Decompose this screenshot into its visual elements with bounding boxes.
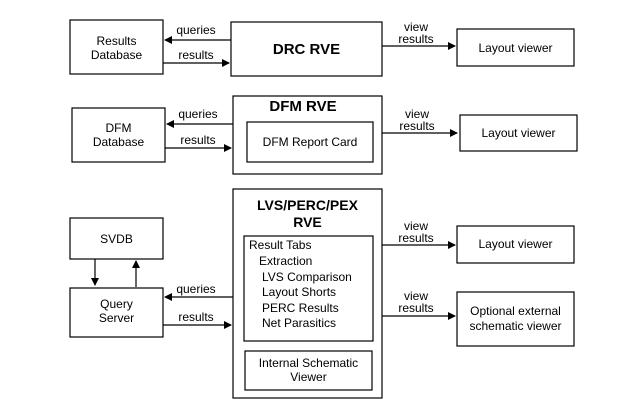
dfm-report-card-box bbox=[246, 121, 374, 163]
results-database-label-line1: Results bbox=[96, 34, 136, 48]
result-tabs-box bbox=[243, 235, 374, 342]
lvs-rve-label-line2: RVE bbox=[293, 214, 322, 230]
drc-view-label-line2: results bbox=[398, 32, 433, 46]
internal-schematic-viewer-line2: Viewer bbox=[290, 370, 326, 384]
dfm-database-label-line2: Database bbox=[93, 135, 145, 149]
lvs-view-label-1-line2: results bbox=[398, 231, 433, 245]
drc-rve-label: DRC RVE bbox=[273, 41, 340, 58]
svdb-box bbox=[69, 217, 164, 260]
lvs-results-label: results bbox=[178, 310, 213, 324]
lvs-view-label-2-line2: results bbox=[398, 301, 433, 315]
drc-results-label: results bbox=[178, 48, 213, 62]
drc-view-label-line1: view bbox=[404, 20, 428, 34]
layout-viewer-label-1: Layout viewer bbox=[478, 41, 552, 55]
dfm-database-label-line1: DFM bbox=[106, 121, 132, 135]
result-tab-extraction: Extraction bbox=[259, 254, 312, 268]
internal-schematic-viewer-box bbox=[244, 350, 373, 391]
dfm-report-card-label: DFM Report Card bbox=[263, 135, 358, 149]
result-tab-layout-shorts: Layout Shorts bbox=[262, 285, 336, 299]
optional-schematic-viewer-box bbox=[456, 291, 575, 347]
layout-viewer-box-2 bbox=[459, 114, 578, 152]
dfm-database-box bbox=[71, 107, 166, 163]
dfm-queries-label: queries bbox=[178, 107, 217, 121]
results-database-label-line2: Database bbox=[91, 48, 143, 62]
internal-schematic-viewer-line1: Internal Schematic bbox=[259, 356, 358, 370]
result-tab-lvs-comparison: LVS Comparison bbox=[262, 270, 352, 284]
result-tab-net-parasitics: Net Parasitics bbox=[262, 316, 336, 330]
dfm-rve-label: DFM RVE bbox=[269, 98, 336, 115]
results-database-box bbox=[69, 19, 164, 75]
drc-queries-label: queries bbox=[176, 23, 215, 37]
layout-viewer-box-1 bbox=[456, 28, 575, 67]
dfm-results-label: results bbox=[180, 133, 215, 147]
layout-viewer-label-3: Layout viewer bbox=[478, 237, 552, 251]
lvs-section: SVDB Query Server LVS/PERC/PEX RVE Resul… bbox=[69, 188, 575, 399]
optional-schematic-viewer-line1: Optional external bbox=[470, 304, 561, 318]
optional-schematic-viewer-line2: schematic viewer bbox=[469, 319, 561, 333]
lvs-rve-label-line1: LVS/PERC/PEX bbox=[257, 197, 359, 213]
dfm-view-label-line2: results bbox=[399, 119, 434, 133]
drc-rve-box bbox=[230, 21, 383, 77]
query-server-label-line1: Query bbox=[100, 297, 133, 311]
layout-viewer-box-3 bbox=[456, 225, 575, 264]
lvs-view-label-1-line1: view bbox=[404, 219, 428, 233]
query-server-box bbox=[69, 287, 164, 338]
dfm-section: DFM Database DFM RVE DFM Report Card que… bbox=[71, 95, 578, 175]
layout-viewer-label-2: Layout viewer bbox=[481, 126, 555, 140]
result-tab-perc-results: PERC Results bbox=[262, 301, 339, 315]
lvs-queries-label: queries bbox=[176, 282, 215, 296]
drc-section: Results Database DRC RVE queries results… bbox=[69, 19, 575, 77]
query-server-label-line2: Server bbox=[99, 311, 134, 325]
result-tabs-title: Result Tabs bbox=[249, 238, 311, 252]
lvs-view-label-2-line1: view bbox=[404, 289, 428, 303]
svdb-label: SVDB bbox=[100, 232, 133, 246]
dfm-view-label-line1: view bbox=[405, 107, 429, 121]
